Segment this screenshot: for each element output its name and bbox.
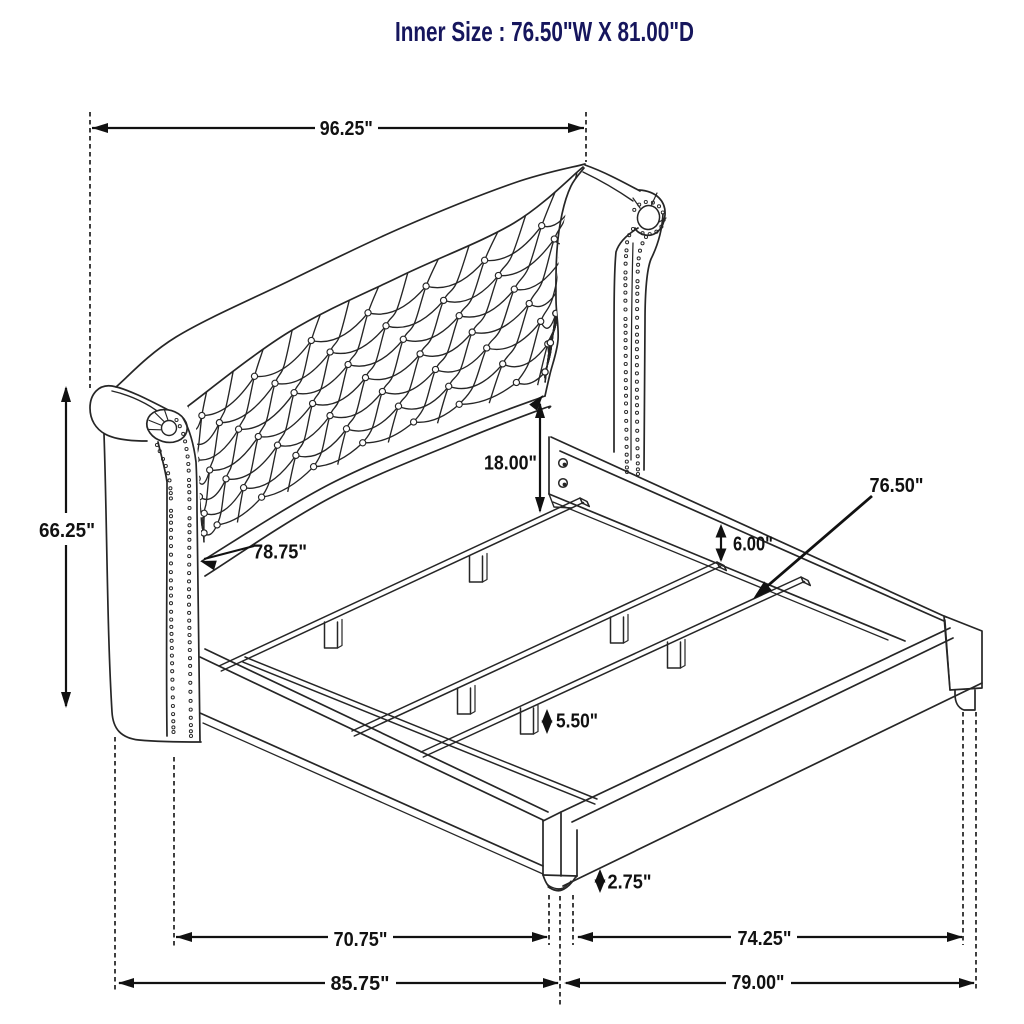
svg-text:79.00": 79.00" (732, 972, 785, 994)
svg-text:96.25": 96.25" (320, 118, 373, 140)
svg-text:76.50": 76.50" (870, 475, 924, 497)
svg-text:78.75": 78.75" (253, 542, 307, 564)
svg-text:66.25": 66.25" (39, 520, 95, 542)
svg-text:70.75": 70.75" (334, 929, 388, 951)
svg-text:74.25": 74.25" (738, 928, 792, 950)
svg-text:5.50": 5.50" (556, 711, 598, 733)
svg-text:18.00": 18.00" (484, 453, 537, 475)
svg-text:2.75": 2.75" (608, 872, 652, 894)
svg-text:6.00": 6.00" (733, 534, 773, 556)
svg-text:85.75": 85.75" (331, 973, 390, 995)
svg-text:Inner Size : 76.50"W X 81.00"D: Inner Size : 76.50"W X 81.00"D (395, 16, 694, 47)
